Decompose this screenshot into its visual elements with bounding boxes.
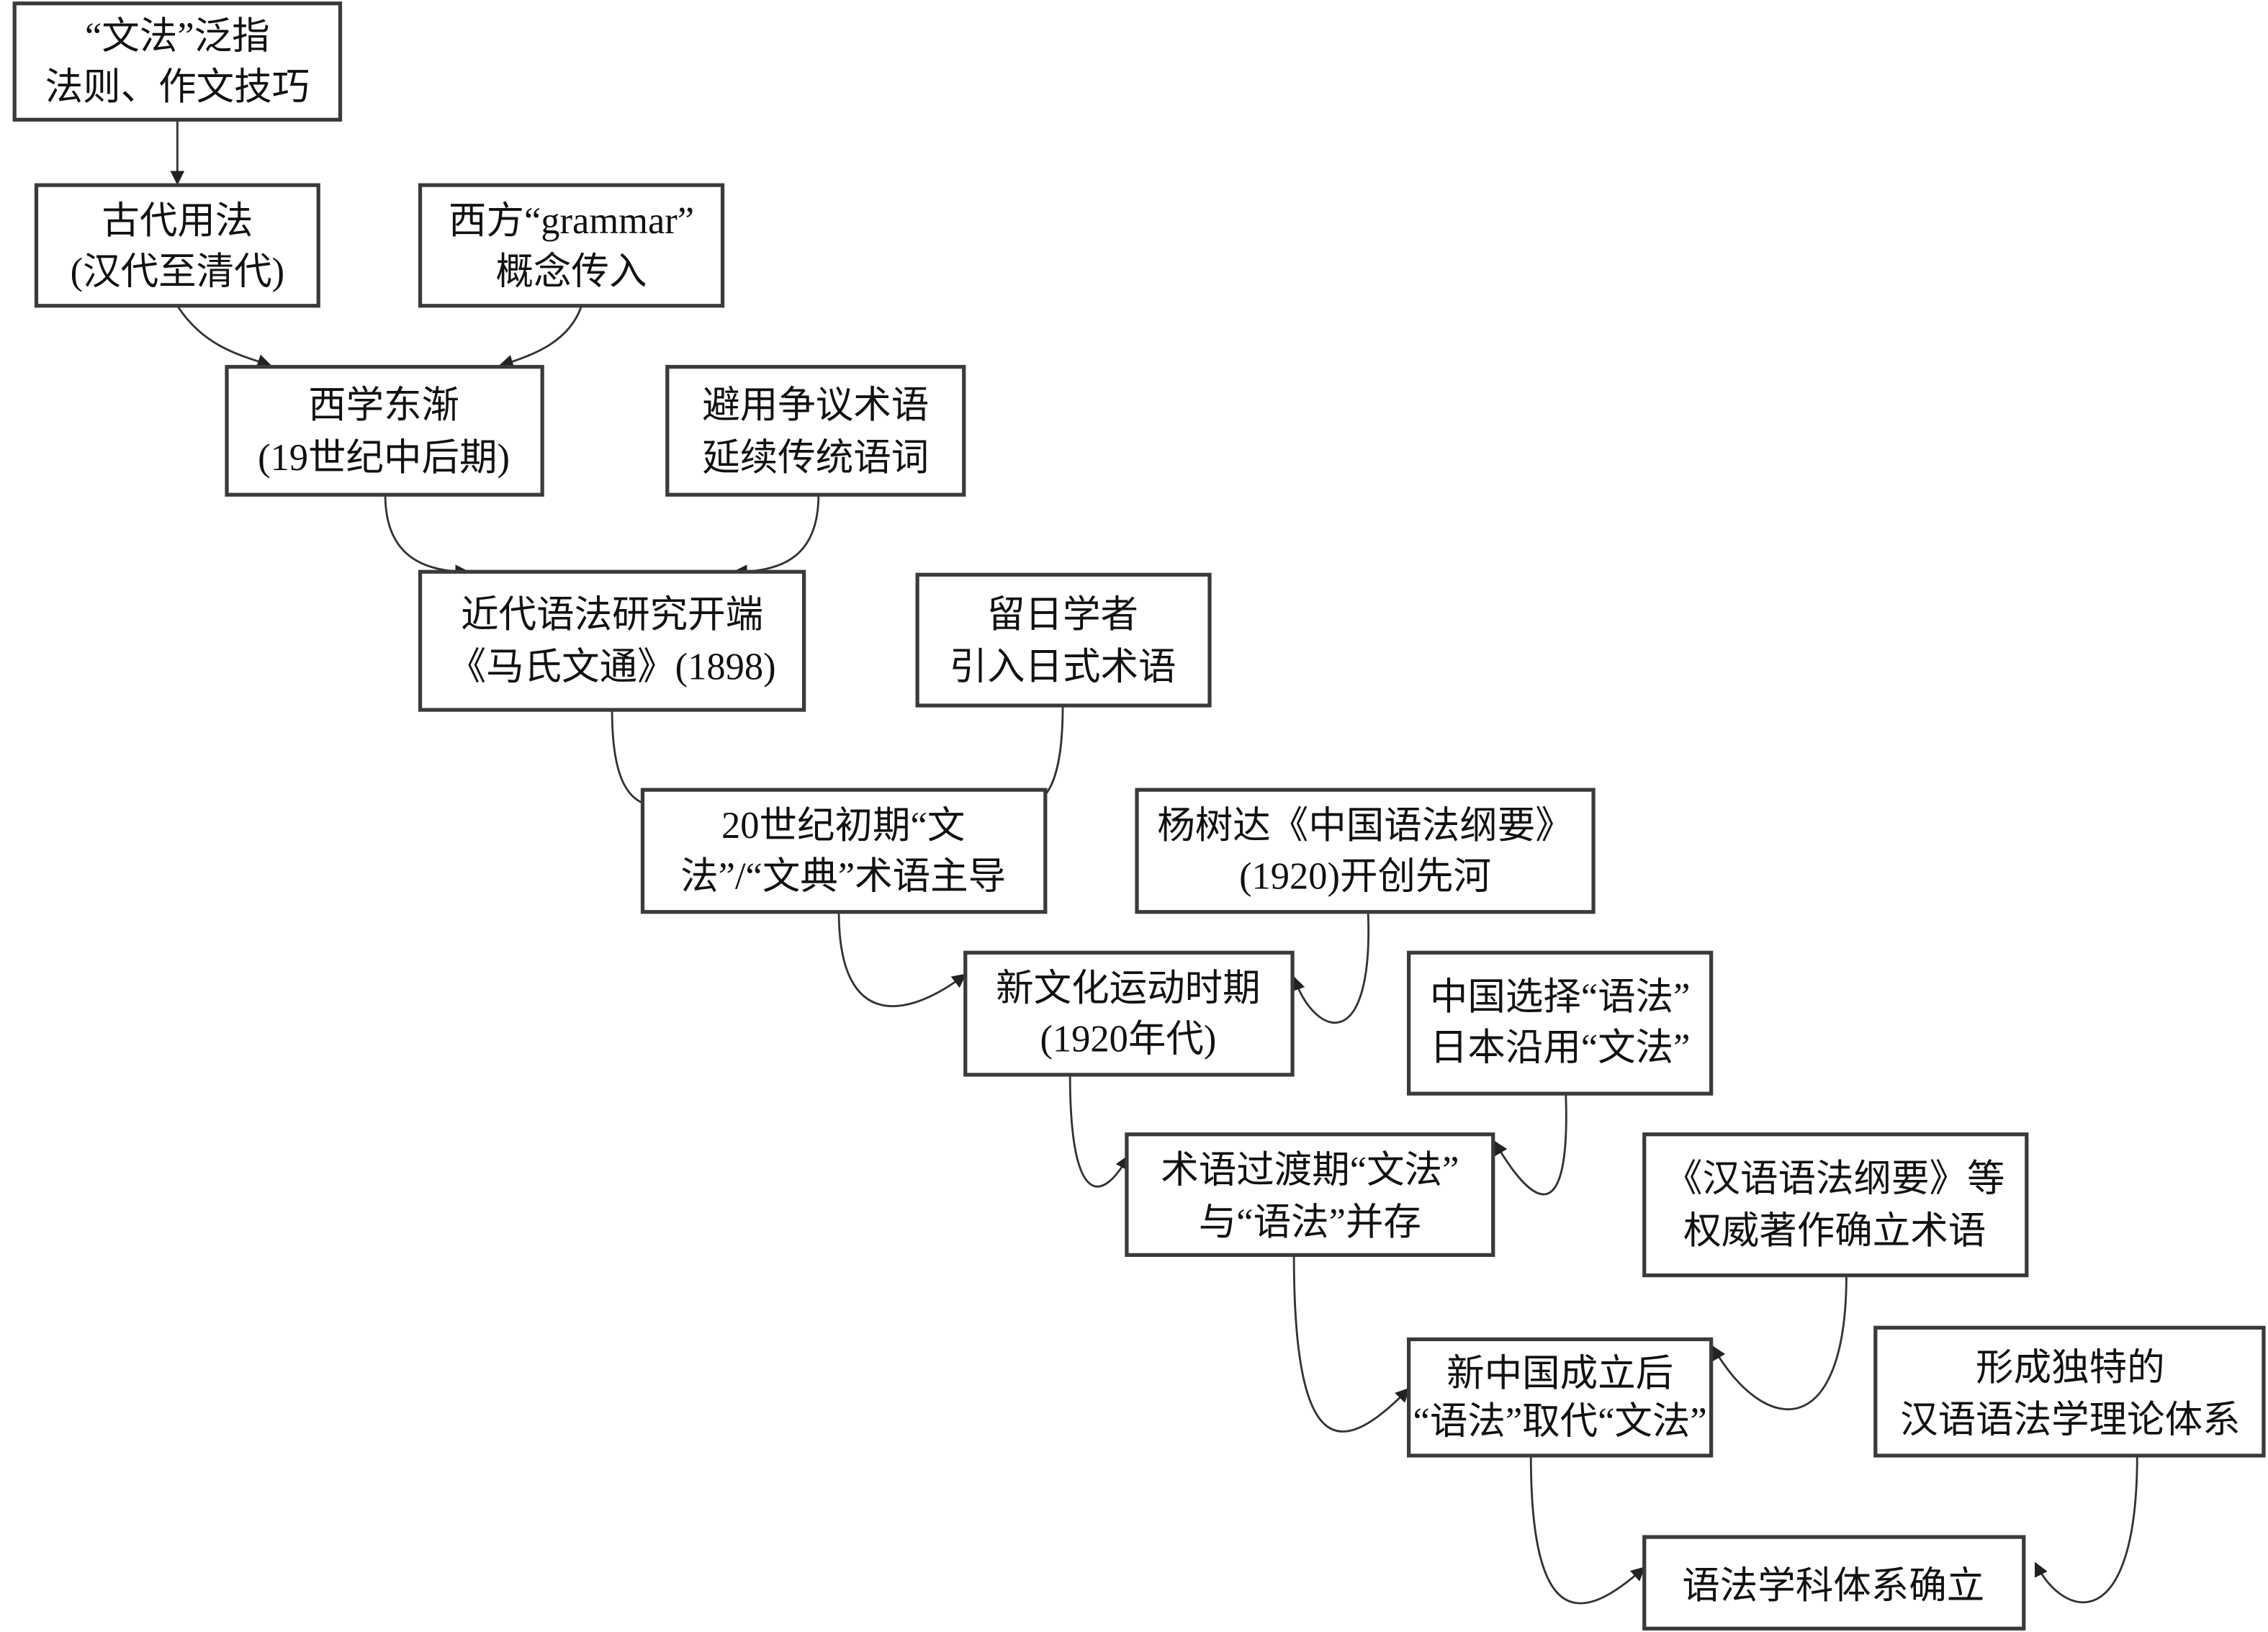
node-label: “语法”取代“文法” bbox=[1413, 1401, 1707, 1443]
node-n2: 古代用法 (汉代至清代) bbox=[34, 183, 320, 308]
node-n10: 新文化运动时期 (1920年代) bbox=[963, 950, 1295, 1077]
node-label: 西学东渐 bbox=[308, 384, 459, 426]
node-n4: 西学东渐 (19世纪中后期) bbox=[225, 364, 544, 497]
node-n16: 语法学科体系确立 bbox=[1642, 1535, 2026, 1631]
edge-n8-n10 bbox=[837, 911, 967, 1007]
node-n13: 《汉语语法纲要》等 权威著作确立术语 bbox=[1642, 1132, 2029, 1278]
node-label: 留日学者 bbox=[987, 594, 1138, 636]
node-label: 新文化运动时期 bbox=[996, 968, 1261, 1009]
node-label: 法则、作文技巧 bbox=[45, 66, 310, 108]
node-label: 法”/“文典”术语主导 bbox=[680, 855, 1006, 897]
node-label: (汉代至清代) bbox=[71, 251, 284, 292]
edge-n5-n6 bbox=[732, 495, 820, 580]
edge-n3-n4 bbox=[498, 305, 583, 369]
node-label: 《汉语语法纲要》等 bbox=[1665, 1158, 2005, 1199]
node-label: 西方“grammar” bbox=[449, 200, 694, 242]
edge-n9-n10 bbox=[1291, 911, 1370, 1024]
node-label: 术语过渡期“文法” bbox=[1161, 1149, 1459, 1191]
node-n7: 留日学者 引入日式术语 bbox=[915, 572, 1212, 708]
edge-n4-n6 bbox=[384, 495, 470, 580]
node-label: 新中国成立后 bbox=[1446, 1353, 1673, 1394]
node-label: 语法学科体系确立 bbox=[1682, 1565, 1984, 1607]
edge-n13-n14 bbox=[1711, 1275, 1848, 1411]
node-n1: “文法”泛指 法则、作文技巧 bbox=[12, 1, 343, 122]
node-label: 汉语语法学理论体系 bbox=[1900, 1399, 2241, 1441]
node-label: 《马氏文通》(1898) bbox=[449, 646, 776, 688]
node-label: 避用争议术语 bbox=[702, 384, 929, 426]
node-label: 与“语法”并存 bbox=[1199, 1202, 1421, 1243]
node-label: 日本沿用“文法” bbox=[1430, 1027, 1691, 1069]
node-label: 概念传入 bbox=[496, 251, 647, 292]
node-n3: 西方“grammar” 概念传入 bbox=[418, 183, 725, 308]
node-n11: 中国选择“语法” 日本沿用“文法” bbox=[1407, 950, 1714, 1096]
node-label: 近代语法研究开端 bbox=[461, 594, 763, 636]
edges bbox=[170, 120, 2138, 1605]
node-n5: 避用争议术语 延续传统语词 bbox=[665, 364, 966, 497]
node-label: (19世纪中后期) bbox=[258, 437, 510, 479]
node-label: 引入日式术语 bbox=[950, 646, 1176, 688]
edge-n15-n16 bbox=[2034, 1455, 2138, 1604]
node-label: 延续传统语词 bbox=[702, 437, 929, 479]
node-n9: 杨树达《中国语法纲要》 (1920)开创先河 bbox=[1135, 788, 1596, 914]
node-label: 20世纪初期“文 bbox=[721, 805, 965, 847]
node-label: 权威著作确立术语 bbox=[1683, 1210, 1986, 1252]
node-label: (1920)开创先河 bbox=[1239, 855, 1491, 897]
edge-n10-n12 bbox=[1068, 1074, 1130, 1188]
edge-n11-n12 bbox=[1493, 1094, 1567, 1196]
node-n14: 新中国成立后 “语法”取代“文法” bbox=[1407, 1337, 1714, 1458]
node-n8: 20世纪初期“文 法”/“文典”术语主导 bbox=[640, 788, 1048, 914]
edge-n2-n4 bbox=[176, 305, 272, 369]
node-label: 古代用法 bbox=[102, 200, 253, 242]
node-n12: 术语过渡期“文法” 与“语法”并存 bbox=[1125, 1132, 1495, 1257]
node-label: 杨树达《中国语法纲要》 bbox=[1157, 805, 1573, 847]
node-label: 中国选择“语法” bbox=[1430, 976, 1691, 1018]
node-label: (1920年代) bbox=[1040, 1019, 1216, 1060]
node-label: “文法”泛指 bbox=[85, 15, 270, 57]
edge-n12-n14 bbox=[1292, 1255, 1410, 1433]
edge-n14-n16 bbox=[1529, 1455, 1646, 1605]
node-label: 形成独特的 bbox=[1976, 1347, 2165, 1389]
node-n6: 近代语法研究开端 《马氏文通》(1898) bbox=[418, 569, 806, 712]
node-n15: 形成独特的 汉语语法学理论体系 bbox=[1873, 1325, 2266, 1458]
